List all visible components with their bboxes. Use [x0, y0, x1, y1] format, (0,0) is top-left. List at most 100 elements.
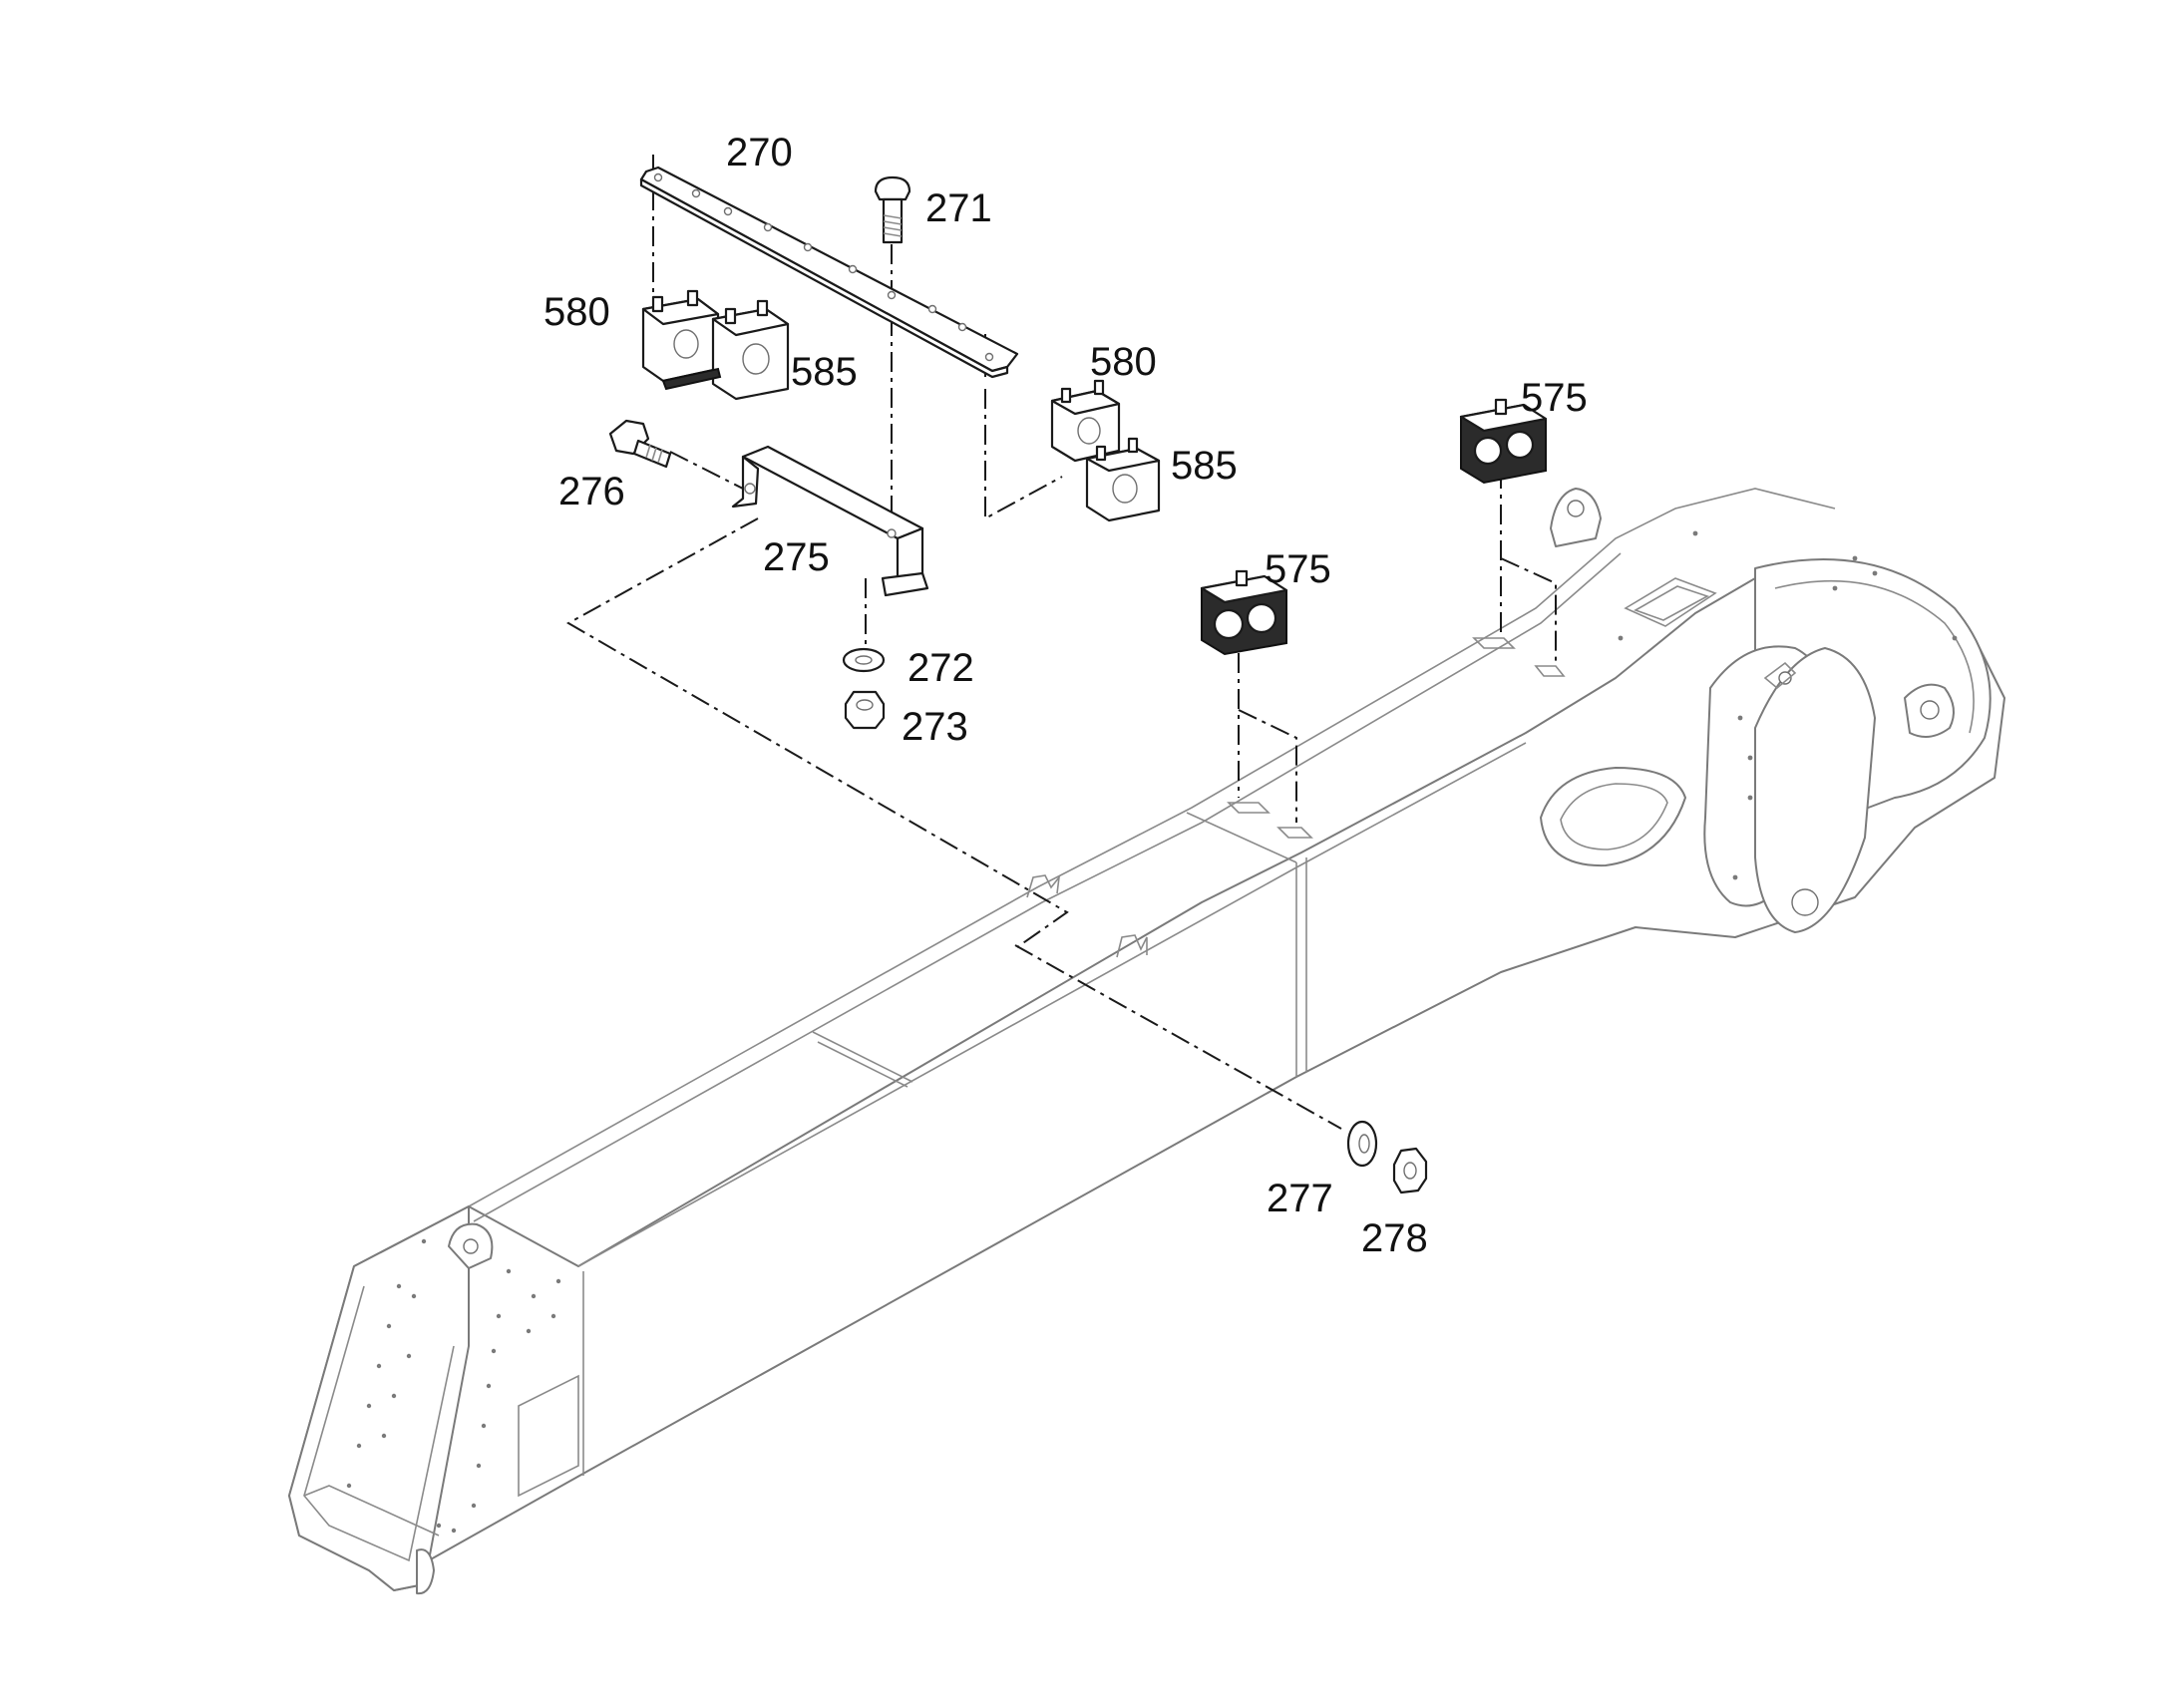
clamp-575-right-bore-1: [1473, 436, 1503, 466]
bracket-275-side-hole: [744, 483, 756, 495]
bolt-276-thread: [645, 444, 663, 464]
boom-cylinder-plate-hole-upper: [1778, 671, 1792, 685]
clamp-580-left-top: [641, 297, 720, 326]
clamp-left-stud-3: [724, 307, 737, 325]
boom-rear-top-lug: [1550, 488, 1602, 547]
part-273-nut: [844, 690, 886, 730]
boom-top-plate-seam-3: [1186, 812, 1297, 863]
clamp-580-right-bore: [1077, 417, 1101, 445]
clamp-575-right-stud: [1494, 398, 1508, 416]
leader-277-278: [1014, 944, 1342, 1130]
boom-tip-face: [288, 1205, 470, 1591]
part-575-clamp-left: [1200, 569, 1288, 656]
clamp-580-right-top: [1050, 389, 1121, 416]
boom-side-window: [1540, 767, 1686, 867]
boom-clamp-pad-4: [1534, 665, 1566, 677]
callout-273: 273: [902, 705, 968, 749]
callout-270: 270: [726, 131, 793, 174]
nut-273-bore: [856, 699, 874, 711]
clamp-575-left-bore-1: [1213, 608, 1245, 640]
bracket-275-top: [741, 445, 924, 540]
washer-277-inner: [1358, 1134, 1370, 1154]
callout-272: 272: [908, 646, 974, 690]
callout-580-right: 580: [1090, 340, 1157, 384]
boom-top-plate-seam-2: [817, 1041, 908, 1088]
callout-575-right: 575: [1521, 376, 1588, 420]
part-271-bolt: [874, 175, 911, 244]
callout-575-left: 575: [1265, 547, 1331, 591]
bracket-275-back-leg: [731, 455, 760, 509]
leader-575-right-b: [1500, 557, 1557, 666]
boom-top-ridge: [468, 488, 1836, 1207]
boom-top-ridge-inner: [473, 552, 1622, 1222]
boom-clamp-pad-2: [1276, 827, 1313, 839]
boom-top-plate-seam-1: [812, 1031, 913, 1083]
nut-278-bore: [1403, 1162, 1417, 1180]
clamp-585-left-bore: [742, 343, 770, 375]
boom-rear-top-lug-hole: [1567, 500, 1585, 517]
clamp-575-left-bore-2: [1246, 602, 1277, 634]
callout-271: 271: [925, 186, 992, 230]
boom-clamp-pad-1: [1227, 802, 1271, 814]
bolt-276-shank: [632, 439, 672, 469]
clamp-585-right-bore: [1112, 474, 1138, 504]
boom-bracket-lug-2: [1116, 934, 1148, 958]
clamp-right-stud-4: [1127, 437, 1139, 454]
callout-labels: 270 271 580 585 276 275 580 585 575 575 …: [544, 131, 1588, 1260]
clamp-585-right-top: [1085, 447, 1161, 473]
flat-bar-edge: [639, 177, 1009, 379]
flat-bar-holes: [653, 172, 994, 362]
boom-tip-rivets: [346, 1238, 561, 1534]
boom-tip-side-panel: [518, 1374, 579, 1498]
clamp-right-stud-3: [1095, 445, 1107, 462]
boom-side-lug-hole: [1920, 700, 1940, 720]
boom-cylinder-plate-front: [1754, 647, 1876, 933]
bracket-275-foot: [881, 571, 929, 597]
boom-cylinder-plate-hole: [1791, 888, 1819, 916]
clamp-right-stud-2: [1093, 379, 1105, 396]
part-580-585-clamp-left: [641, 289, 790, 401]
boom-tip-bottom: [303, 1485, 440, 1537]
leader-275-to-boom: [565, 517, 1069, 948]
bolt-271-head: [874, 175, 911, 201]
part-277-washer: [1346, 1120, 1378, 1168]
clamp-580-left-bore: [673, 329, 699, 359]
part-272-washer: [842, 647, 886, 673]
boom-tip-lug-hole: [463, 1238, 479, 1254]
part-580-585-clamp-right: [1050, 379, 1161, 522]
part-278-nut: [1392, 1147, 1428, 1195]
boom-cylinder-bracket: [1763, 661, 1797, 690]
callout-580-left: 580: [544, 290, 610, 334]
boom-side-window-inner: [1560, 783, 1668, 851]
clamp-left-stud-1: [651, 295, 664, 313]
leader-580-585-right: [984, 389, 1063, 520]
boom-rear-cross-plate-inner: [1634, 585, 1709, 621]
clamp-right-stud-1: [1060, 387, 1072, 404]
boom-clamp-pad-3: [1472, 637, 1516, 649]
callout-278: 278: [1361, 1216, 1428, 1260]
clamp-left-stud-4: [756, 299, 769, 317]
boom-rear-rivets: [1618, 530, 1958, 880]
part-270-flat-bar: [639, 166, 1019, 379]
clamp-575-left-stud: [1235, 569, 1249, 587]
boom-bracket-lug-1: [1026, 874, 1061, 898]
leader-575-left-b: [1238, 709, 1297, 823]
callout-585-left: 585: [791, 350, 858, 394]
part-575-clamp-right: [1459, 398, 1548, 485]
boom-tip-bottom-lug: [416, 1548, 435, 1595]
clamp-left-base: [661, 367, 722, 391]
boom-pivot-boss-ring: [1774, 579, 1975, 734]
part-275-bracket: [731, 445, 929, 597]
part-276-bolt: [608, 419, 672, 469]
boom-arm: [288, 488, 2005, 1595]
clamp-575-right-bore-2: [1505, 430, 1535, 460]
callout-585-right: 585: [1171, 444, 1238, 488]
clamp-left-stud-2: [686, 289, 699, 307]
callout-277: 277: [1267, 1177, 1333, 1220]
bolt-271-thread: [883, 214, 903, 237]
leader-276: [669, 451, 744, 490]
washer-272-inner: [855, 655, 873, 665]
boom-rear-cross-plate: [1624, 577, 1717, 627]
boom-tip-inner: [303, 1285, 455, 1562]
